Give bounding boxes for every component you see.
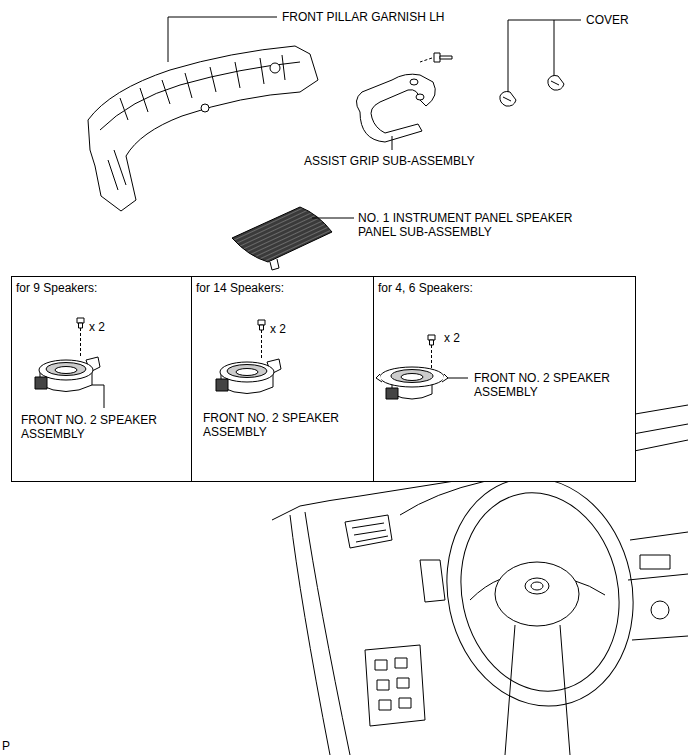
table-cell: for 14 Speakers: x 2 FRONT NO. 2 SPEAKER A… [191, 276, 374, 482]
pillar-garnish [88, 46, 318, 211]
speaker-panel [232, 207, 332, 270]
part-name: COVER [586, 13, 629, 27]
quantity-note: x 2 [270, 322, 286, 336]
speaker-assembly [376, 335, 448, 399]
part-name: NO. 1 INSTRUMENT PANEL SPEAKER PANEL SUB… [358, 211, 590, 239]
cell-heading: for 14 Speakers: [196, 281, 284, 295]
quantity-note: x 2 [89, 320, 105, 334]
part-name: FRONT NO. 2 SPEAKER ASSEMBLY [203, 411, 353, 439]
cell-heading: for 4, 6 Speakers: [378, 281, 473, 295]
table-cell: for 9 Speakers: x 2 FRONT NO. 2 SPEAKER AS… [11, 276, 192, 482]
cover-part [500, 76, 564, 107]
part-name: ASSIST GRIP SUB-ASSEMBLY [304, 154, 475, 168]
table-cell: for 4, 6 Speakers: x 2 FRONT NO. 2 SPEAKER… [373, 276, 636, 482]
cell-heading: for 9 Speakers: [16, 281, 97, 295]
assist-grip [356, 53, 452, 142]
quantity-note: x 2 [444, 331, 460, 345]
part-name: FRONT PILLAR GARNISH LH [282, 10, 444, 24]
part-name: FRONT NO. 2 SPEAKER ASSEMBLY [21, 413, 171, 441]
figure-code: P [2, 739, 10, 753]
part-name: FRONT NO. 2 SPEAKER ASSEMBLY [474, 371, 624, 399]
